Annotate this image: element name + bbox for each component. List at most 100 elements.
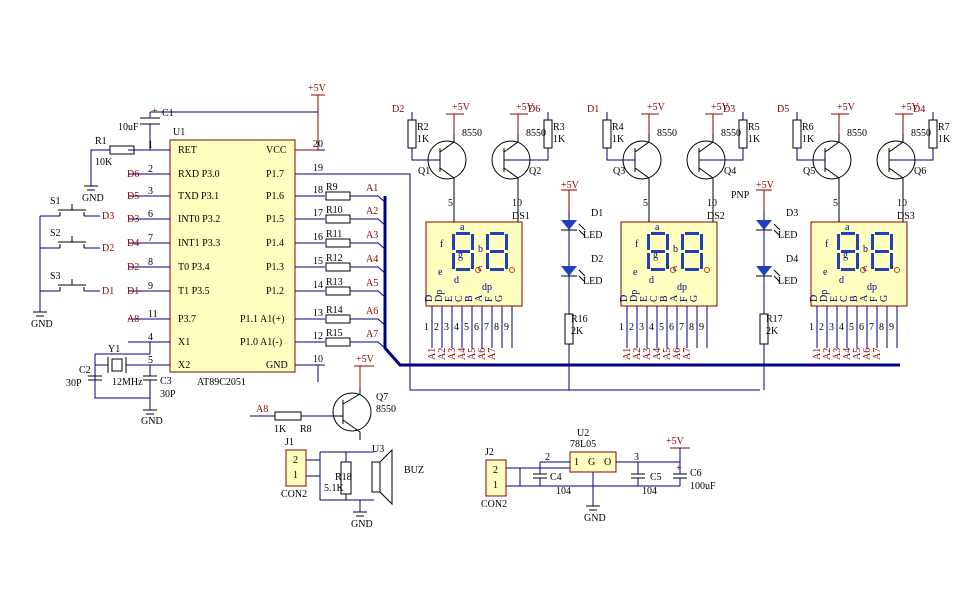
display-ref: DS1: [512, 211, 530, 222]
display-pin-num: 6: [669, 322, 674, 333]
display-pin-num: 9: [699, 322, 704, 333]
port-net-label: A5: [366, 278, 378, 289]
display-pin-num: 7: [869, 322, 874, 333]
mcu-pin-name: P1.4: [266, 238, 284, 249]
display-pin-num: 2: [819, 322, 824, 333]
display-pin-letter: F: [679, 296, 690, 302]
led-rays: [773, 223, 781, 237]
switch-net: D2: [102, 243, 114, 254]
vcc-symbol: [510, 113, 528, 134]
c2-val: 30P: [66, 378, 82, 389]
display-pin-num: 4: [839, 322, 844, 333]
led-vcc: [561, 189, 577, 212]
base-net: D5: [777, 104, 789, 115]
vcc-label: +5V: [837, 102, 856, 113]
port-resistor-ref: R12: [326, 253, 343, 264]
mcu-pin-num: 11: [148, 309, 158, 320]
display-pin-net: A6: [862, 348, 873, 360]
transistor-part: 8550: [847, 128, 867, 139]
y1-ref: Y1: [108, 344, 120, 355]
port-resistor: [325, 262, 351, 272]
mcu-pin-num: 14: [313, 280, 323, 291]
port-resistor-ref: R15: [326, 328, 343, 339]
port-wire: [350, 341, 386, 349]
digit-segment: [651, 268, 665, 271]
base-resistor-val: 1K: [612, 134, 625, 145]
display-pin-net: A3: [447, 348, 458, 360]
segment-letter: g: [843, 250, 848, 261]
u2-part: 78L05: [570, 439, 596, 450]
base-resistor: [792, 119, 802, 149]
vcc-symbol: [705, 113, 723, 134]
base-wire: [796, 112, 825, 161]
led-resistor-val: 2K: [571, 326, 584, 337]
mcu-pin-name: INT0 P3.2: [178, 214, 220, 225]
vcc-symbol: [895, 113, 913, 134]
port-net-label: A7: [366, 329, 378, 340]
transistor-part: 8550: [526, 128, 546, 139]
display-pin-num: 3: [829, 322, 834, 333]
c6-ref: C6: [690, 468, 702, 479]
decimal-point: [704, 267, 710, 273]
switch-symbol: [58, 236, 86, 248]
u2-pin-g: G: [588, 457, 595, 468]
mcu-pin-name: GND: [266, 360, 288, 371]
segment-letter: d: [839, 275, 844, 286]
mcu-pin-net: D1: [127, 286, 139, 297]
port-net-label: A3: [366, 230, 378, 241]
led-ref: D1: [591, 208, 603, 219]
display-pin-letter: C: [649, 295, 660, 302]
vcc-symbol: [831, 113, 849, 134]
display-pin-net: A2: [632, 348, 643, 360]
digit-segment: [841, 232, 855, 235]
switch-net: D1: [102, 286, 114, 297]
segment-letter: dp: [867, 282, 877, 293]
digit-segment: [841, 250, 855, 253]
vcc-label: +5V: [308, 83, 327, 94]
port-resistor: [325, 314, 351, 324]
segment-letter: d: [454, 275, 459, 286]
svg-text:+: +: [676, 463, 682, 474]
led-label: LED: [583, 230, 602, 241]
digit-segment: [856, 234, 859, 250]
mcu-pin-net: D6: [127, 169, 139, 180]
port-wire: [350, 242, 386, 250]
mcu-pin-num: 16: [313, 232, 323, 243]
base-resistor-val: 1K: [748, 134, 761, 145]
digit-segment: [681, 234, 684, 250]
display-pin-net: A2: [822, 348, 833, 360]
switch-net: D3: [102, 211, 114, 222]
digit-segment: [681, 253, 684, 269]
led-resistor-val: 2K: [766, 326, 779, 337]
digit-segment: [486, 253, 489, 269]
led-symbol: [756, 220, 772, 230]
base-net: D1: [587, 104, 599, 115]
mcu-pin-name: T0 P3.4: [178, 262, 210, 273]
address-bus: [295, 173, 900, 391]
mcu-pin-num: 3: [148, 186, 153, 197]
display-pin-num: 5: [849, 322, 854, 333]
segment-letter: dp: [482, 282, 492, 293]
segment-letter: b: [863, 244, 868, 255]
display-pin-net: A5: [852, 348, 863, 360]
r8-val: 1K: [274, 424, 287, 435]
u2-pin-in: 1: [574, 457, 579, 468]
segment-letter: f: [440, 239, 444, 250]
decimal-point: [509, 267, 515, 273]
digit-segment: [471, 253, 474, 269]
digit-segment: [700, 234, 703, 250]
mcu-pin-name: TXD P3.1: [178, 191, 219, 202]
led-vcc: [756, 189, 772, 212]
mcu-pin-num: 18: [313, 185, 323, 196]
gnd-label-sw: GND: [31, 319, 53, 330]
base-net: D3: [723, 104, 735, 115]
led-symbol: [561, 220, 577, 230]
display-pin-net: A3: [642, 348, 653, 360]
segment-letter: c: [673, 263, 678, 274]
reset-circuit: + C1 10uF R1 10K GND: [82, 106, 174, 204]
base-resistor-ref: R5: [748, 122, 760, 133]
digit-segment: [452, 234, 455, 250]
led-ref: D3: [786, 208, 798, 219]
display-pin-net: A7: [872, 348, 883, 360]
